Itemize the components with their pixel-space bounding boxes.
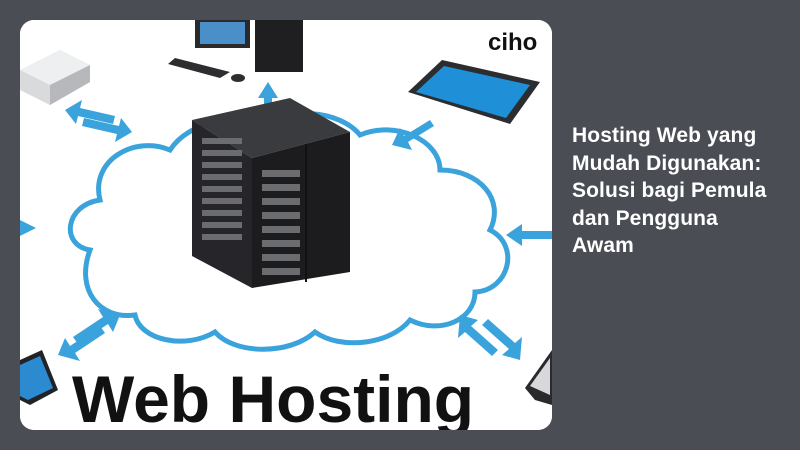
server-rack-icon (192, 98, 350, 288)
brand-logo-text: ciho (488, 29, 537, 56)
desktop-computer-icon (168, 20, 303, 82)
tablet-icon (408, 60, 540, 124)
image-caption-text: Web Hosting (72, 362, 474, 430)
smartphone-icon (20, 350, 58, 405)
laptop-icon (525, 350, 552, 405)
article-image[interactable]: ciho Web Hosting (20, 20, 552, 430)
web-hosting-illustration: ciho Web Hosting (20, 20, 552, 430)
double-arrow-icon (20, 82, 552, 361)
article-title[interactable]: Hosting Web yang Mudah Digunakan: Solusi… (572, 124, 767, 257)
network-drive-icon (20, 50, 90, 105)
